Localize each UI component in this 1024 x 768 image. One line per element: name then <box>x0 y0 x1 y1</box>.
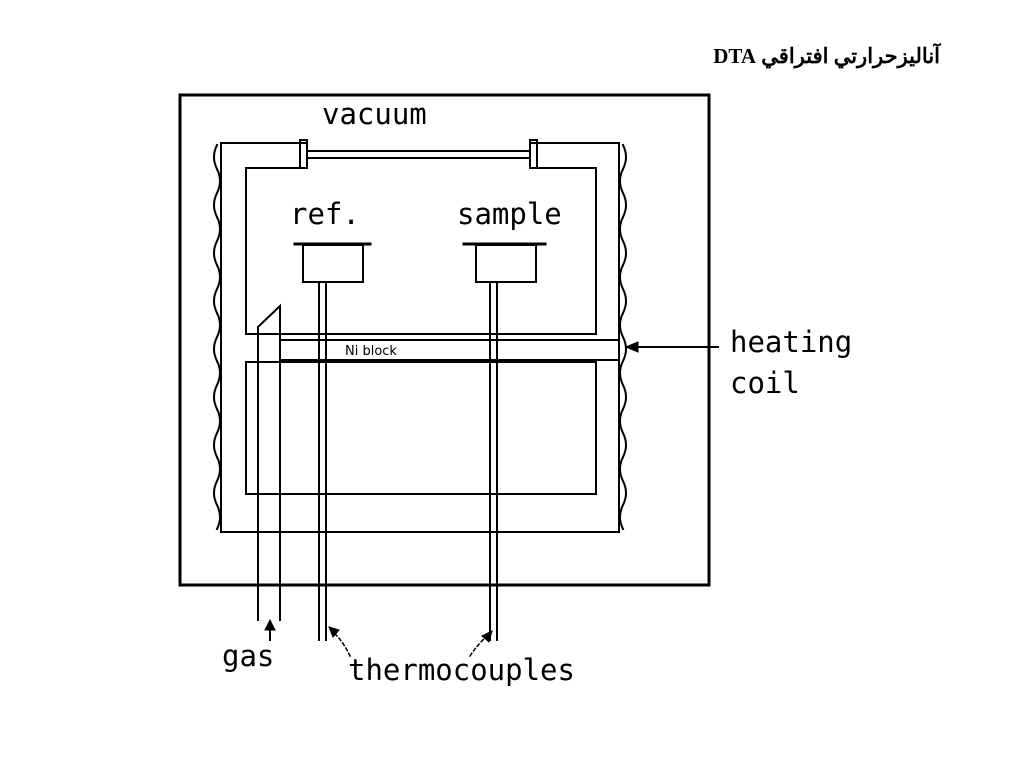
sample-thermocouple <box>489 283 498 641</box>
chamber-inner-wall <box>245 167 597 335</box>
lid-block-left <box>299 139 308 169</box>
heating-coil-arrowhead <box>624 341 639 353</box>
label-sample: sample <box>457 197 562 231</box>
label-coil: coil <box>730 366 800 400</box>
ref-crucible <box>302 244 364 283</box>
chamber-outer-wall <box>220 142 620 533</box>
label-vacuum: vacuum <box>322 97 427 131</box>
ref-thermocouple <box>318 283 327 641</box>
label-thermocouples: thermocouples <box>348 653 575 687</box>
label-ref: ref. <box>290 197 360 231</box>
heating-coil-right <box>619 143 627 531</box>
lid-block-right <box>529 139 538 169</box>
lower-block <box>245 361 597 495</box>
furnace-housing <box>178 93 711 587</box>
label-gas: gas <box>222 639 274 673</box>
label-heating: heating <box>730 325 852 359</box>
thermocouple-arrowhead-sample <box>481 630 493 643</box>
gas-inlet-tube <box>256 303 281 621</box>
label-ni-block: Ni block <box>345 344 397 359</box>
thermocouple-arrowhead-ref <box>328 626 340 638</box>
slide-title: آناليزحرارتي افتراقي DTA <box>713 44 940 68</box>
sample-crucible <box>475 244 537 283</box>
gas-arrowhead <box>264 618 276 631</box>
heating-coil-left <box>213 143 221 531</box>
